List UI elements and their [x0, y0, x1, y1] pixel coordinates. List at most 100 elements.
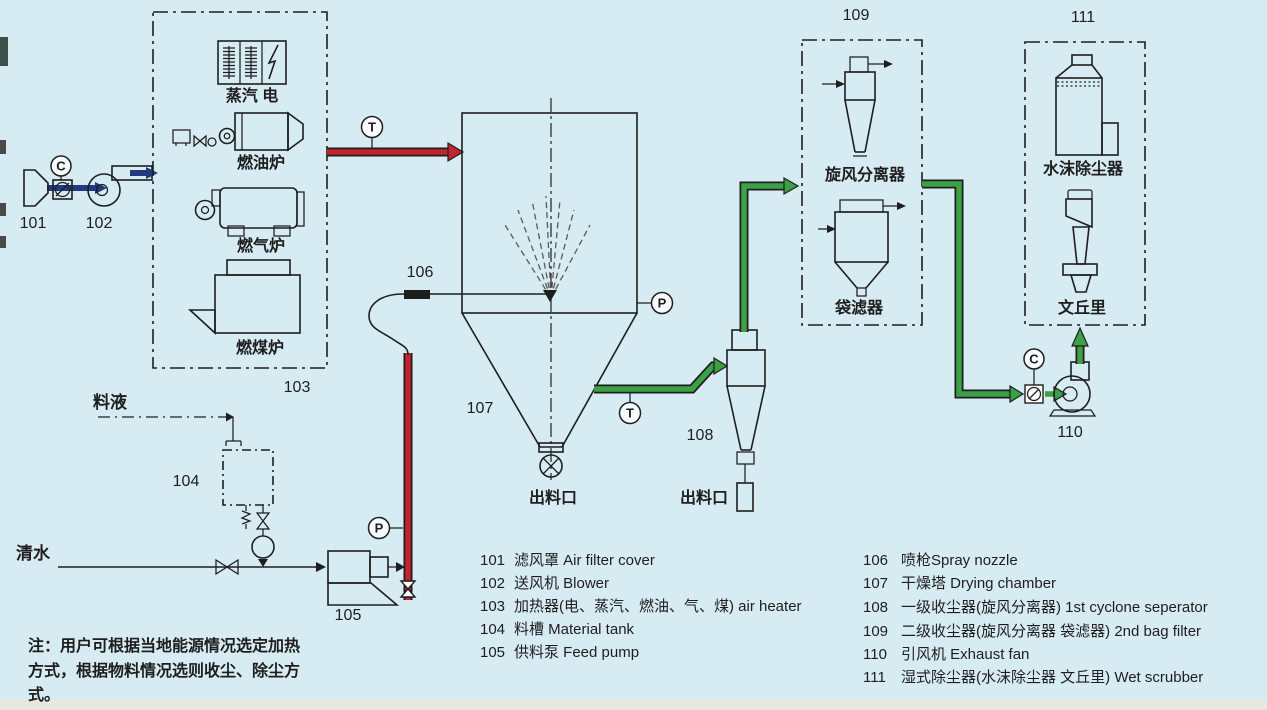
nozzle-number: 106 — [407, 264, 434, 281]
exhaust-fan-110: C 110 — [1023, 326, 1097, 441]
exhaust-fan-number: 110 — [1057, 424, 1083, 441]
control-indicator-letter: C — [1029, 352, 1039, 367]
feed-pump-symbol — [327, 550, 405, 606]
legend-no: 109 — [863, 623, 888, 640]
cyclone-to-stage2-pipe — [739, 176, 800, 332]
legend-no: 106 — [863, 552, 888, 569]
chamber-number: 107 — [467, 400, 494, 417]
legend-label: 滤风罩 Air filter cover — [514, 552, 655, 569]
spray-nozzle-symbol — [403, 290, 557, 302]
legend-no: 110 — [863, 646, 887, 663]
legend-label: 湿式除尘器(水沫除尘器 文丘里) Wet scrubber — [901, 669, 1203, 686]
legend-no: 101 — [480, 552, 505, 569]
pressure-indicator-letter: P — [658, 296, 667, 311]
stage2-to-fan-pipe — [922, 179, 1025, 404]
tank-drain-valves — [240, 505, 275, 567]
note-line-3: 式。 — [28, 685, 60, 704]
cyclone-separator-108: 108 出料口 — [680, 329, 766, 512]
control-indicator-letter: C — [56, 159, 66, 174]
legend-label: 供料泵 Feed pump — [514, 644, 639, 661]
drying-chamber: 106 107 出料口 P — [403, 98, 674, 507]
clean-water-label: 清水 — [16, 543, 51, 563]
legend-no: 105 — [480, 644, 505, 661]
note-line-2: 方式，根据物料情况选则收尘、除尘方 — [28, 661, 300, 680]
cyclone1-number: 108 — [687, 427, 714, 444]
air-filter-cover-symbol — [23, 169, 49, 207]
pressure-indicator-feed: P — [367, 516, 403, 540]
pump-number: 105 — [335, 607, 362, 624]
stage2-cyclone-symbol — [822, 56, 893, 157]
water-line-valve — [215, 558, 239, 576]
legend-label: 一级收尘器(旋风分离器) 1st cyclone seperator — [901, 599, 1208, 616]
venturi-label: 文丘里 — [1058, 298, 1106, 317]
legend-no: 102 — [480, 575, 505, 592]
lightning-icon — [267, 44, 279, 80]
steam-electric-heater-symbol — [217, 40, 287, 85]
temperature-indicator-hot-air: T — [360, 115, 384, 148]
wet-scrubber-label: 水沫除尘器 — [1043, 159, 1124, 178]
legend-label: 加热器(电、蒸汽、燃油、气、煤) air heater — [514, 597, 802, 615]
wet-scrubber-box: 水沫除尘器 文丘里 — [1024, 41, 1146, 326]
heater-box-number: 103 — [284, 379, 311, 396]
cyclone1-discharge-label: 出料口 — [680, 488, 728, 507]
feed-riser-pipe — [368, 293, 417, 600]
steam-electric-label: 蒸汽 电 — [226, 86, 278, 105]
coal-furnace-label: 燃煤炉 — [236, 338, 284, 357]
wet-box-number: 111 — [1071, 9, 1095, 26]
temperature-indicator-letter: T — [368, 120, 376, 135]
stage2-box-number: 109 — [843, 7, 870, 24]
spray-pattern — [504, 195, 591, 299]
heater-selection-box: 蒸汽 电 燃油炉 燃气炉 — [152, 11, 328, 369]
legend-right-column: 106 喷枪Spray nozzle 107 干燥塔 Drying chambe… — [863, 552, 1208, 686]
gas-furnace-label: 燃气炉 — [237, 236, 285, 255]
legend-label: 干燥塔 Drying chamber — [901, 575, 1056, 592]
venturi-symbol — [1062, 189, 1098, 293]
wet-scrubber-symbol — [1055, 54, 1119, 156]
legend-label: 二级收尘器(旋风分离器 袋滤器) 2nd bag filter — [901, 623, 1201, 640]
scan-artifacts — [0, 37, 8, 248]
legend-label: 料槽 Material tank — [514, 621, 635, 638]
legend-label: 引风机 Exhaust fan — [901, 646, 1029, 663]
temperature-indicator-letter: T — [626, 406, 634, 421]
legend-no: 111 — [863, 669, 886, 686]
legend-left-column: 101 滤风罩 Air filter cover 102 送风机 Blower … — [480, 552, 802, 661]
blower-symbol — [87, 165, 158, 207]
legend: 101 滤风罩 Air filter cover 102 送风机 Blower … — [480, 552, 1208, 686]
chamber-exhaust-pipe: T — [594, 356, 729, 425]
coal-furnace-symbol — [187, 259, 301, 335]
hot-air-pipe: T — [327, 115, 465, 163]
legend-label: 送风机 Blower — [514, 575, 609, 592]
legend-no: 103 — [480, 598, 505, 615]
air-filter-number: 101 — [20, 215, 47, 232]
bag-filter-symbol — [818, 199, 906, 297]
pressure-indicator-letter: P — [375, 521, 384, 536]
chamber-discharge-valve — [538, 442, 564, 478]
inlet-damper-valve — [52, 179, 73, 200]
stage2-dust-collector-box: 旋风分离器 袋滤器 — [801, 39, 923, 326]
feed-liquid-label: 料液 — [93, 392, 127, 412]
feed-system: 料液 104 清水 — [16, 293, 417, 624]
note-line-1: 注：用户可根据当地能源情况选定加热 — [28, 636, 300, 655]
note: 注：用户可根据当地能源情况选定加热 方式，根据物料情况选则收尘、除尘方 式。 — [28, 636, 300, 704]
bottom-strip — [0, 700, 1267, 710]
control-indicator-exhaust: C — [1023, 348, 1045, 385]
fan-symbol — [1048, 361, 1097, 417]
legend-label: 喷枪Spray nozzle — [901, 552, 1018, 569]
exhaust-damper-valve — [1024, 384, 1044, 404]
oil-furnace-label: 燃油炉 — [237, 153, 285, 172]
tank-number: 104 — [173, 473, 200, 490]
material-tank-symbol — [222, 449, 274, 506]
legend-no: 108 — [863, 599, 888, 616]
air-inlet-train: C 101 102 — [20, 155, 158, 232]
bag-filter-label: 袋滤器 — [834, 298, 884, 317]
temperature-indicator-exhaust: T — [618, 392, 642, 425]
legend-no: 104 — [480, 621, 505, 638]
oil-furnace-symbol — [172, 111, 304, 152]
chamber-discharge-label: 出料口 — [529, 488, 577, 507]
blower-number: 102 — [86, 215, 113, 232]
legend-no: 107 — [863, 575, 888, 592]
control-indicator-inlet: C — [50, 155, 72, 180]
stage2-cyclone-label: 旋风分离器 — [824, 165, 906, 184]
gas-furnace-symbol — [194, 187, 305, 237]
